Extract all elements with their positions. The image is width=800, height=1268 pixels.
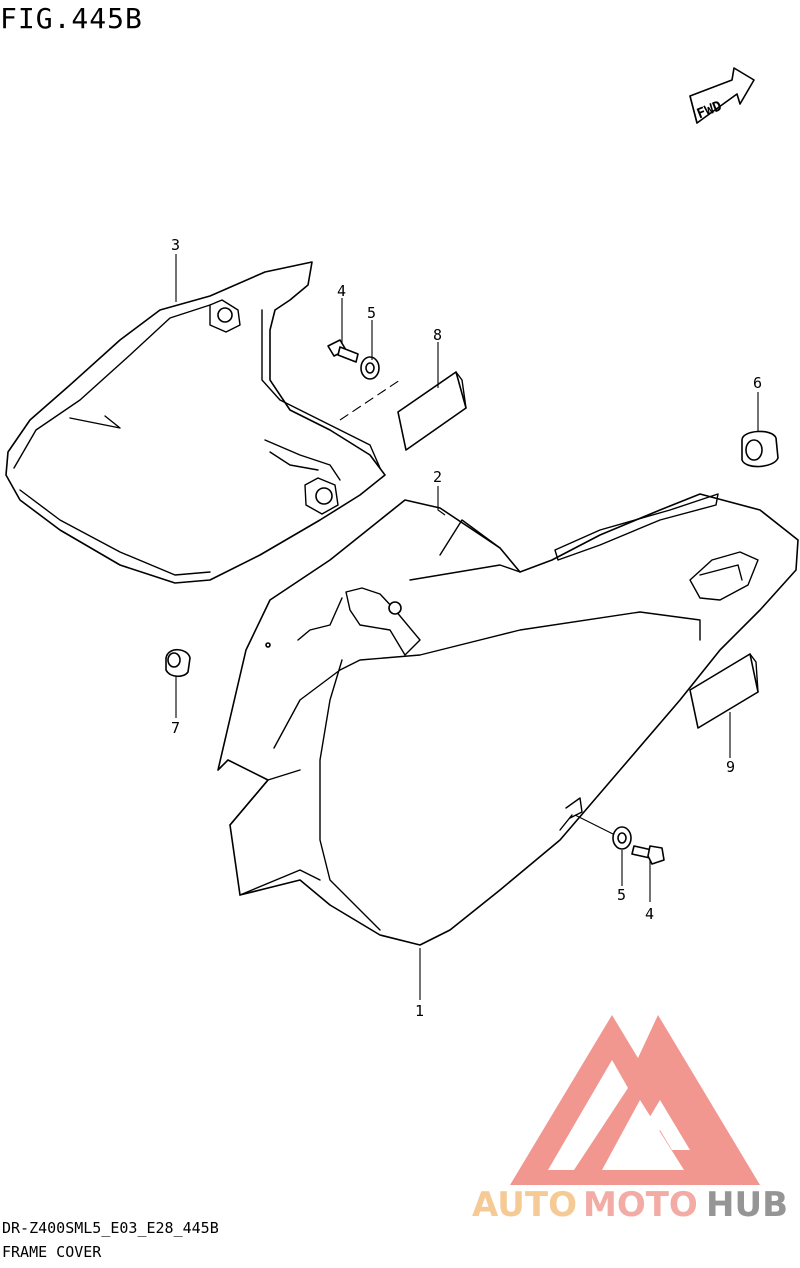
part-grommet-left bbox=[165, 648, 191, 678]
fwd-direction-arrow: FWD bbox=[689, 67, 755, 124]
part-grommet-right bbox=[741, 430, 779, 468]
part-washer-upper bbox=[360, 356, 380, 380]
part-frame-cover-upper bbox=[5, 261, 386, 584]
model-code: DR-Z400SML5_E03_E28_445B bbox=[2, 1219, 219, 1237]
part-pad-lower bbox=[689, 653, 759, 729]
watermark-word-hub: HUB bbox=[706, 1185, 788, 1225]
watermark-word-auto: AUTO bbox=[472, 1185, 577, 1225]
callout-4-upper: 4 bbox=[337, 282, 346, 300]
callout-8: 8 bbox=[433, 326, 442, 344]
callout-3: 3 bbox=[171, 236, 180, 254]
watermark-logo: AUTO MOTO HUB bbox=[472, 1015, 788, 1225]
callout-5-lower: 5 bbox=[617, 886, 626, 904]
callout-2: 2 bbox=[433, 468, 442, 486]
callout-leaders bbox=[175, 254, 759, 1000]
figure-caption: FRAME COVER bbox=[2, 1243, 102, 1261]
callout-1: 1 bbox=[415, 1002, 424, 1020]
part-frame-cover-main bbox=[217, 493, 799, 946]
callout-9: 9 bbox=[726, 758, 735, 776]
callout-6: 6 bbox=[753, 374, 762, 392]
callout-7: 7 bbox=[171, 719, 180, 737]
figure-title: FIG.445B bbox=[0, 2, 143, 35]
watermark-triangle-mark bbox=[510, 1015, 760, 1185]
part-bolt-upper bbox=[327, 339, 359, 363]
watermark-word-moto: MOTO bbox=[583, 1185, 698, 1225]
assembly-axis-upper bbox=[339, 379, 401, 421]
assembly-axis-lower bbox=[574, 814, 616, 836]
part-washer-lower bbox=[612, 826, 632, 850]
callout-4-lower: 4 bbox=[645, 905, 654, 923]
part-pad-upper bbox=[397, 371, 467, 451]
part-bolt-lower bbox=[631, 845, 665, 865]
callout-5-upper: 5 bbox=[367, 304, 376, 322]
